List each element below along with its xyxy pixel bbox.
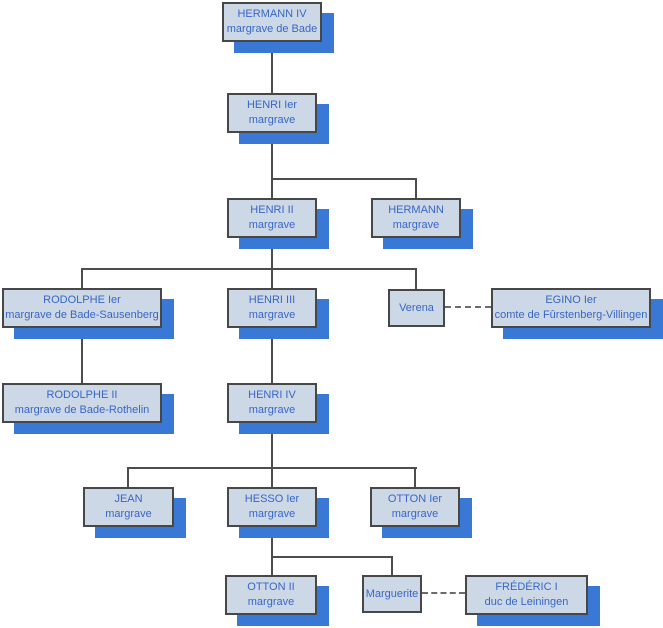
- node-otton-ii: OTTON II margrave: [225, 575, 317, 615]
- connector-line: [271, 328, 273, 383]
- person-name: JEAN: [114, 493, 143, 505]
- person-name: OTTON II: [247, 581, 295, 593]
- connector-line: [271, 556, 393, 558]
- connector-line: [127, 467, 129, 487]
- person-title: margrave: [105, 508, 152, 520]
- connector-line: [271, 42, 273, 93]
- person-title: duc de Leiningen: [484, 596, 569, 608]
- person-name: HESSO Ier: [244, 493, 300, 505]
- person-title: margrave de Bade-Sausenberg: [5, 309, 159, 321]
- connector-line: [127, 467, 417, 469]
- node-hermann: HERMANN margrave: [371, 198, 461, 238]
- node-henri-iii: HENRI III margrave: [227, 288, 317, 328]
- person-title: margrave: [391, 508, 439, 520]
- connector-line: [81, 268, 417, 270]
- connector-line: [415, 178, 417, 198]
- connector-line: [271, 527, 273, 575]
- person-title: margrave: [248, 114, 296, 126]
- marriage-dashed-line: [422, 592, 465, 594]
- node-egino-ier: EGINO Ier comte de Fûrstenberg-Villingen: [491, 288, 651, 328]
- person-name: HENRI III: [248, 294, 296, 306]
- person-name: HERMANN IV: [237, 8, 307, 20]
- person-title: margrave: [248, 309, 296, 321]
- person-name: HENRI Ier: [246, 99, 298, 111]
- person-name: HENRI IV: [248, 389, 296, 401]
- node-otton-ier: OTTON Ier margrave: [370, 487, 460, 527]
- person-title: margrave de Bade-Rothelin: [14, 404, 150, 416]
- marriage-dashed-line: [445, 306, 491, 308]
- node-henri-ier: HENRI Ier margrave: [227, 93, 317, 133]
- person-title: margrave: [248, 219, 296, 231]
- node-verena: Verena: [388, 289, 445, 327]
- person-name: RODOLPHE Ier: [43, 294, 121, 306]
- connector-line: [271, 238, 273, 288]
- node-hermann-iv: HERMANN IV margrave de Bade: [222, 2, 322, 42]
- person-name: HENRI II: [250, 204, 294, 216]
- node-frederic-i: FRÉDÉRIC I duc de Leiningen: [465, 575, 588, 615]
- person-name: Verena: [399, 301, 434, 314]
- person-title: margrave: [392, 219, 440, 231]
- person-title: margrave: [248, 508, 296, 520]
- person-name: EGINO Ier: [545, 294, 597, 306]
- node-jean: JEAN margrave: [83, 487, 174, 527]
- person-title: margrave: [247, 596, 295, 608]
- connector-line: [81, 328, 83, 383]
- person-title: margrave: [248, 404, 296, 416]
- person-name: Marguerite: [365, 587, 419, 600]
- person-name: FRÉDÉRIC I: [495, 581, 558, 593]
- node-marguerite: Marguerite: [362, 575, 422, 613]
- node-henri-iv: HENRI IV margrave: [227, 383, 317, 423]
- person-name: HERMANN: [388, 204, 444, 216]
- node-henri-ii: HENRI II margrave: [227, 198, 317, 238]
- node-rodolphe-ii: RODOLPHE II margrave de Bade-Rothelin: [2, 383, 162, 423]
- person-name: OTTON Ier: [387, 493, 443, 505]
- connector-line: [271, 133, 273, 198]
- connector-line: [271, 423, 273, 487]
- person-title: comte de Fûrstenberg-Villingen: [494, 309, 648, 321]
- connector-line: [415, 268, 417, 289]
- node-rodolphe-ier: RODOLPHE Ier margrave de Bade-Sausenberg: [2, 288, 162, 328]
- connector-line: [271, 178, 417, 180]
- person-name: RODOLPHE II: [46, 389, 118, 401]
- person-title: margrave de Bade: [226, 23, 318, 35]
- connector-line: [414, 467, 416, 487]
- connector-line: [81, 268, 83, 288]
- connector-line: [391, 556, 393, 575]
- node-hesso-ier: HESSO Ier margrave: [227, 487, 317, 527]
